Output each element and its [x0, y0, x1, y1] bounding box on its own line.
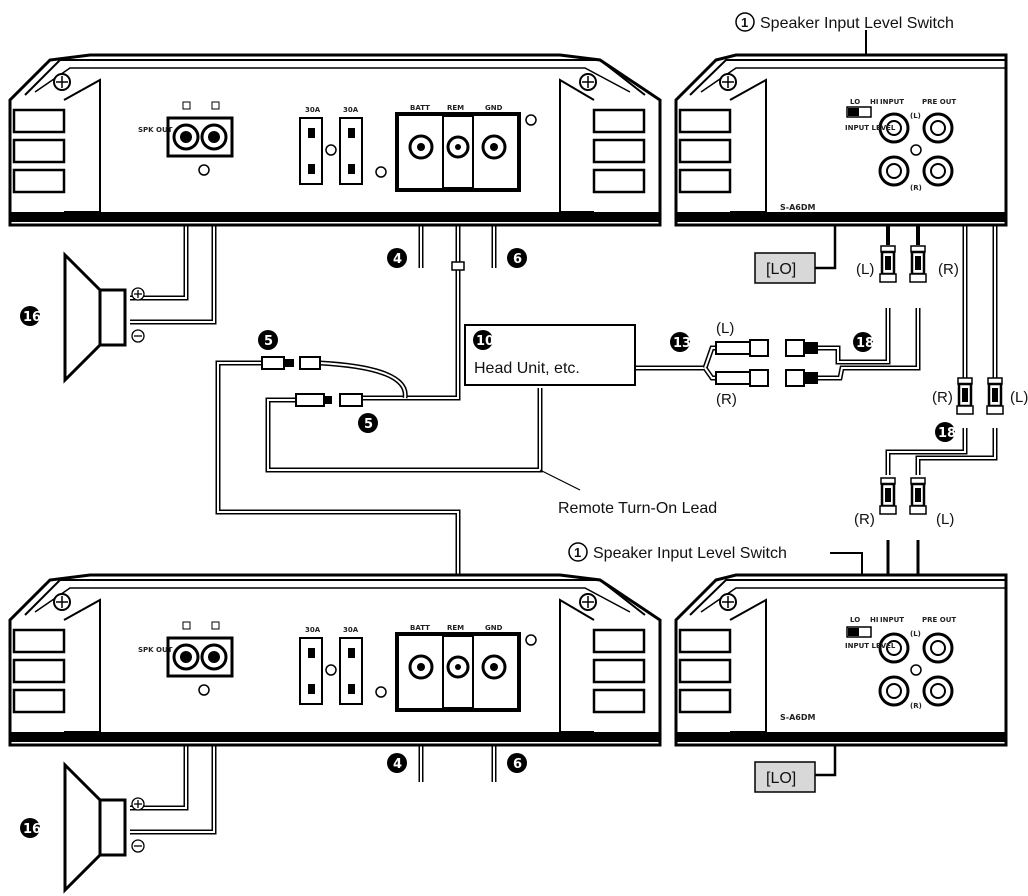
amplifier-top	[8, 53, 662, 227]
svg-text:HI: HI	[870, 98, 878, 106]
rca-cable-13	[715, 339, 818, 387]
svg-text:(L): (L)	[910, 112, 921, 120]
svg-text:REM: REM	[447, 624, 464, 632]
lo-box-top	[754, 252, 816, 284]
svg-text:LO: LO	[850, 616, 860, 624]
svg-text:GND: GND	[485, 104, 503, 112]
svg-text:(R): (R)	[910, 702, 922, 710]
svg-text:18: 18	[856, 336, 874, 351]
speaker-top	[63, 253, 127, 382]
svg-text:5: 5	[364, 417, 373, 432]
number-markers: 4 6 5 5 10 13 18 18 16 4 6 16	[20, 248, 956, 838]
svg-text:SPK OUT: SPK OUT	[138, 126, 173, 134]
svg-text:SPK OUT: SPK OUT	[138, 646, 173, 654]
svg-text:1: 1	[574, 545, 581, 560]
sub-unit-top	[674, 53, 1008, 227]
switch-label-top: Speaker Input Level Switch	[760, 15, 954, 32]
svg-text:(L): (L)	[716, 320, 734, 337]
lo-label-top: [LO]	[766, 261, 796, 278]
svg-text:S-A6DM: S-A6DM	[780, 713, 815, 722]
amp-top-labels: SPK OUT 30A 30A BATT REM GND	[138, 104, 503, 134]
rca-plug-low-r	[878, 476, 898, 516]
svg-text:16: 16	[23, 310, 41, 325]
svg-text:30A: 30A	[343, 106, 359, 114]
svg-text:6: 6	[513, 757, 522, 772]
svg-text:4: 4	[393, 757, 402, 772]
svg-text:(R): (R)	[910, 184, 922, 192]
svg-text:30A: 30A	[343, 626, 359, 634]
svg-text:PRE OUT: PRE OUT	[922, 98, 956, 106]
switch-callout-bottom: 1 Speaker Input Level Switch	[568, 542, 787, 562]
speaker-bottom	[63, 763, 127, 892]
svg-text:30A: 30A	[305, 626, 321, 634]
rca-plug-low-l	[908, 476, 928, 516]
svg-text:10: 10	[476, 334, 494, 349]
svg-text:BATT: BATT	[410, 104, 430, 112]
svg-text:HI: HI	[870, 616, 878, 624]
svg-text:13: 13	[673, 336, 691, 351]
sub-top-labels: S-A6DM INPUT PRE OUT INPUT LEVEL LO HI (…	[780, 98, 956, 212]
rca-plug-mid-r	[955, 376, 975, 416]
svg-text:LO: LO	[850, 98, 860, 106]
amp-bottom-labels: SPK OUT 30A 30A BATT REM GND	[138, 624, 503, 654]
sub-unit-bottom	[674, 573, 1008, 747]
svg-text:(L): (L)	[1010, 389, 1028, 406]
svg-text:30A: 30A	[305, 106, 321, 114]
lo-label-bottom: [LO]	[766, 770, 796, 787]
svg-text:(R): (R)	[854, 511, 875, 528]
svg-text:GND: GND	[485, 624, 503, 632]
svg-text:18: 18	[938, 426, 956, 441]
svg-text:5: 5	[264, 334, 273, 349]
switch-callout-top: 1 Speaker Input Level Switch	[735, 12, 954, 32]
rca-plug-top-r	[908, 244, 928, 284]
svg-text:4: 4	[393, 252, 402, 267]
svg-text:(L): (L)	[910, 630, 921, 638]
svg-text:INPUT: INPUT	[880, 616, 904, 624]
amplifier-bottom	[8, 573, 662, 747]
head-unit-box	[464, 324, 636, 386]
svg-text:INPUT LEVEL: INPUT LEVEL	[845, 642, 896, 650]
rca-plug-top-l	[878, 244, 898, 284]
switch-label-bottom: Speaker Input Level Switch	[593, 545, 787, 562]
svg-text:1: 1	[741, 15, 748, 30]
svg-text:S-A6DM: S-A6DM	[780, 203, 815, 212]
rca-plug-mid-l	[985, 376, 1005, 416]
head-unit-label: Head Unit, etc.	[474, 360, 580, 377]
svg-text:(R): (R)	[938, 261, 959, 278]
remote-connectors	[261, 356, 363, 407]
svg-text:BATT: BATT	[410, 624, 430, 632]
lo-box-bottom	[754, 761, 816, 793]
svg-text:(R): (R)	[716, 391, 737, 408]
svg-text:(L): (L)	[936, 511, 954, 528]
svg-text:(R): (R)	[932, 389, 953, 406]
svg-text:6: 6	[513, 252, 522, 267]
remote-lead-label: Remote Turn-On Lead	[558, 500, 717, 517]
svg-text:INPUT: INPUT	[880, 98, 904, 106]
channel-labels: (L) (R) (L) (R) (R) (L) (R) (L)	[716, 261, 1028, 528]
svg-text:INPUT LEVEL: INPUT LEVEL	[845, 124, 896, 132]
svg-text:(L): (L)	[856, 261, 874, 278]
speaker-polarity	[131, 287, 145, 853]
sub-bottom-labels: S-A6DM INPUT PRE OUT INPUT LEVEL LO HI (…	[780, 616, 956, 722]
svg-text:REM: REM	[447, 104, 464, 112]
svg-text:PRE OUT: PRE OUT	[922, 616, 956, 624]
svg-text:16: 16	[23, 822, 41, 837]
